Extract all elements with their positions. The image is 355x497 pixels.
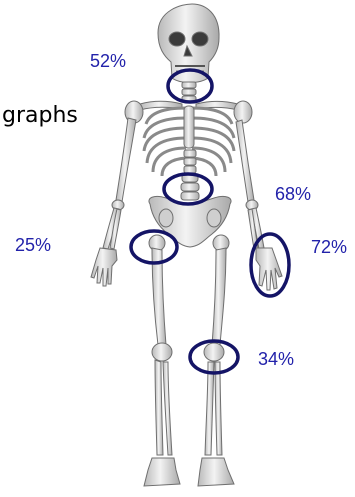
left-hand <box>91 248 117 286</box>
spine-percentage-label: 68% <box>275 185 311 203</box>
neck-percentage-label: 52% <box>90 52 126 70</box>
right-shoulder <box>234 101 252 123</box>
sternum <box>184 106 194 148</box>
neck-vertebrae <box>182 82 196 102</box>
right-arm <box>236 120 282 290</box>
right-leg <box>198 235 234 486</box>
right-foot <box>198 458 234 486</box>
hip-percentage-label: 25% <box>15 236 51 254</box>
left-arm <box>91 118 136 286</box>
right-hand <box>256 248 282 290</box>
left-foot <box>144 458 180 486</box>
side-text-graphs: graphs <box>2 105 78 127</box>
skeleton-figure <box>91 4 282 486</box>
knee-percentage-label: 34% <box>258 350 294 368</box>
left-leg <box>144 235 180 486</box>
wrist-percentage-label: 72% <box>311 238 347 256</box>
